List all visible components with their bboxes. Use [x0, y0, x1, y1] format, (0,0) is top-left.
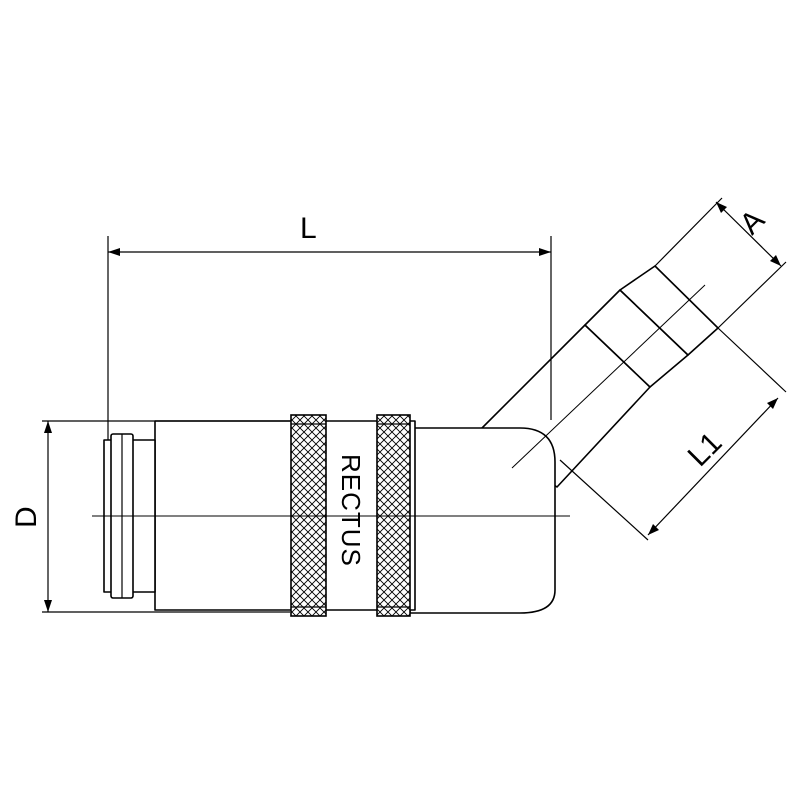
- brand-label: RECTUS: [336, 454, 366, 567]
- barb-centerline: [511, 284, 706, 469]
- dimension-diameter: D: [10, 420, 290, 613]
- length-label: L: [300, 212, 317, 245]
- hose-size-label: A: [734, 203, 771, 240]
- diameter-label: D: [10, 506, 43, 528]
- angle-length-label: L1: [682, 426, 729, 473]
- dimension-length: L: [107, 212, 552, 440]
- elbow-housing: [409, 427, 556, 614]
